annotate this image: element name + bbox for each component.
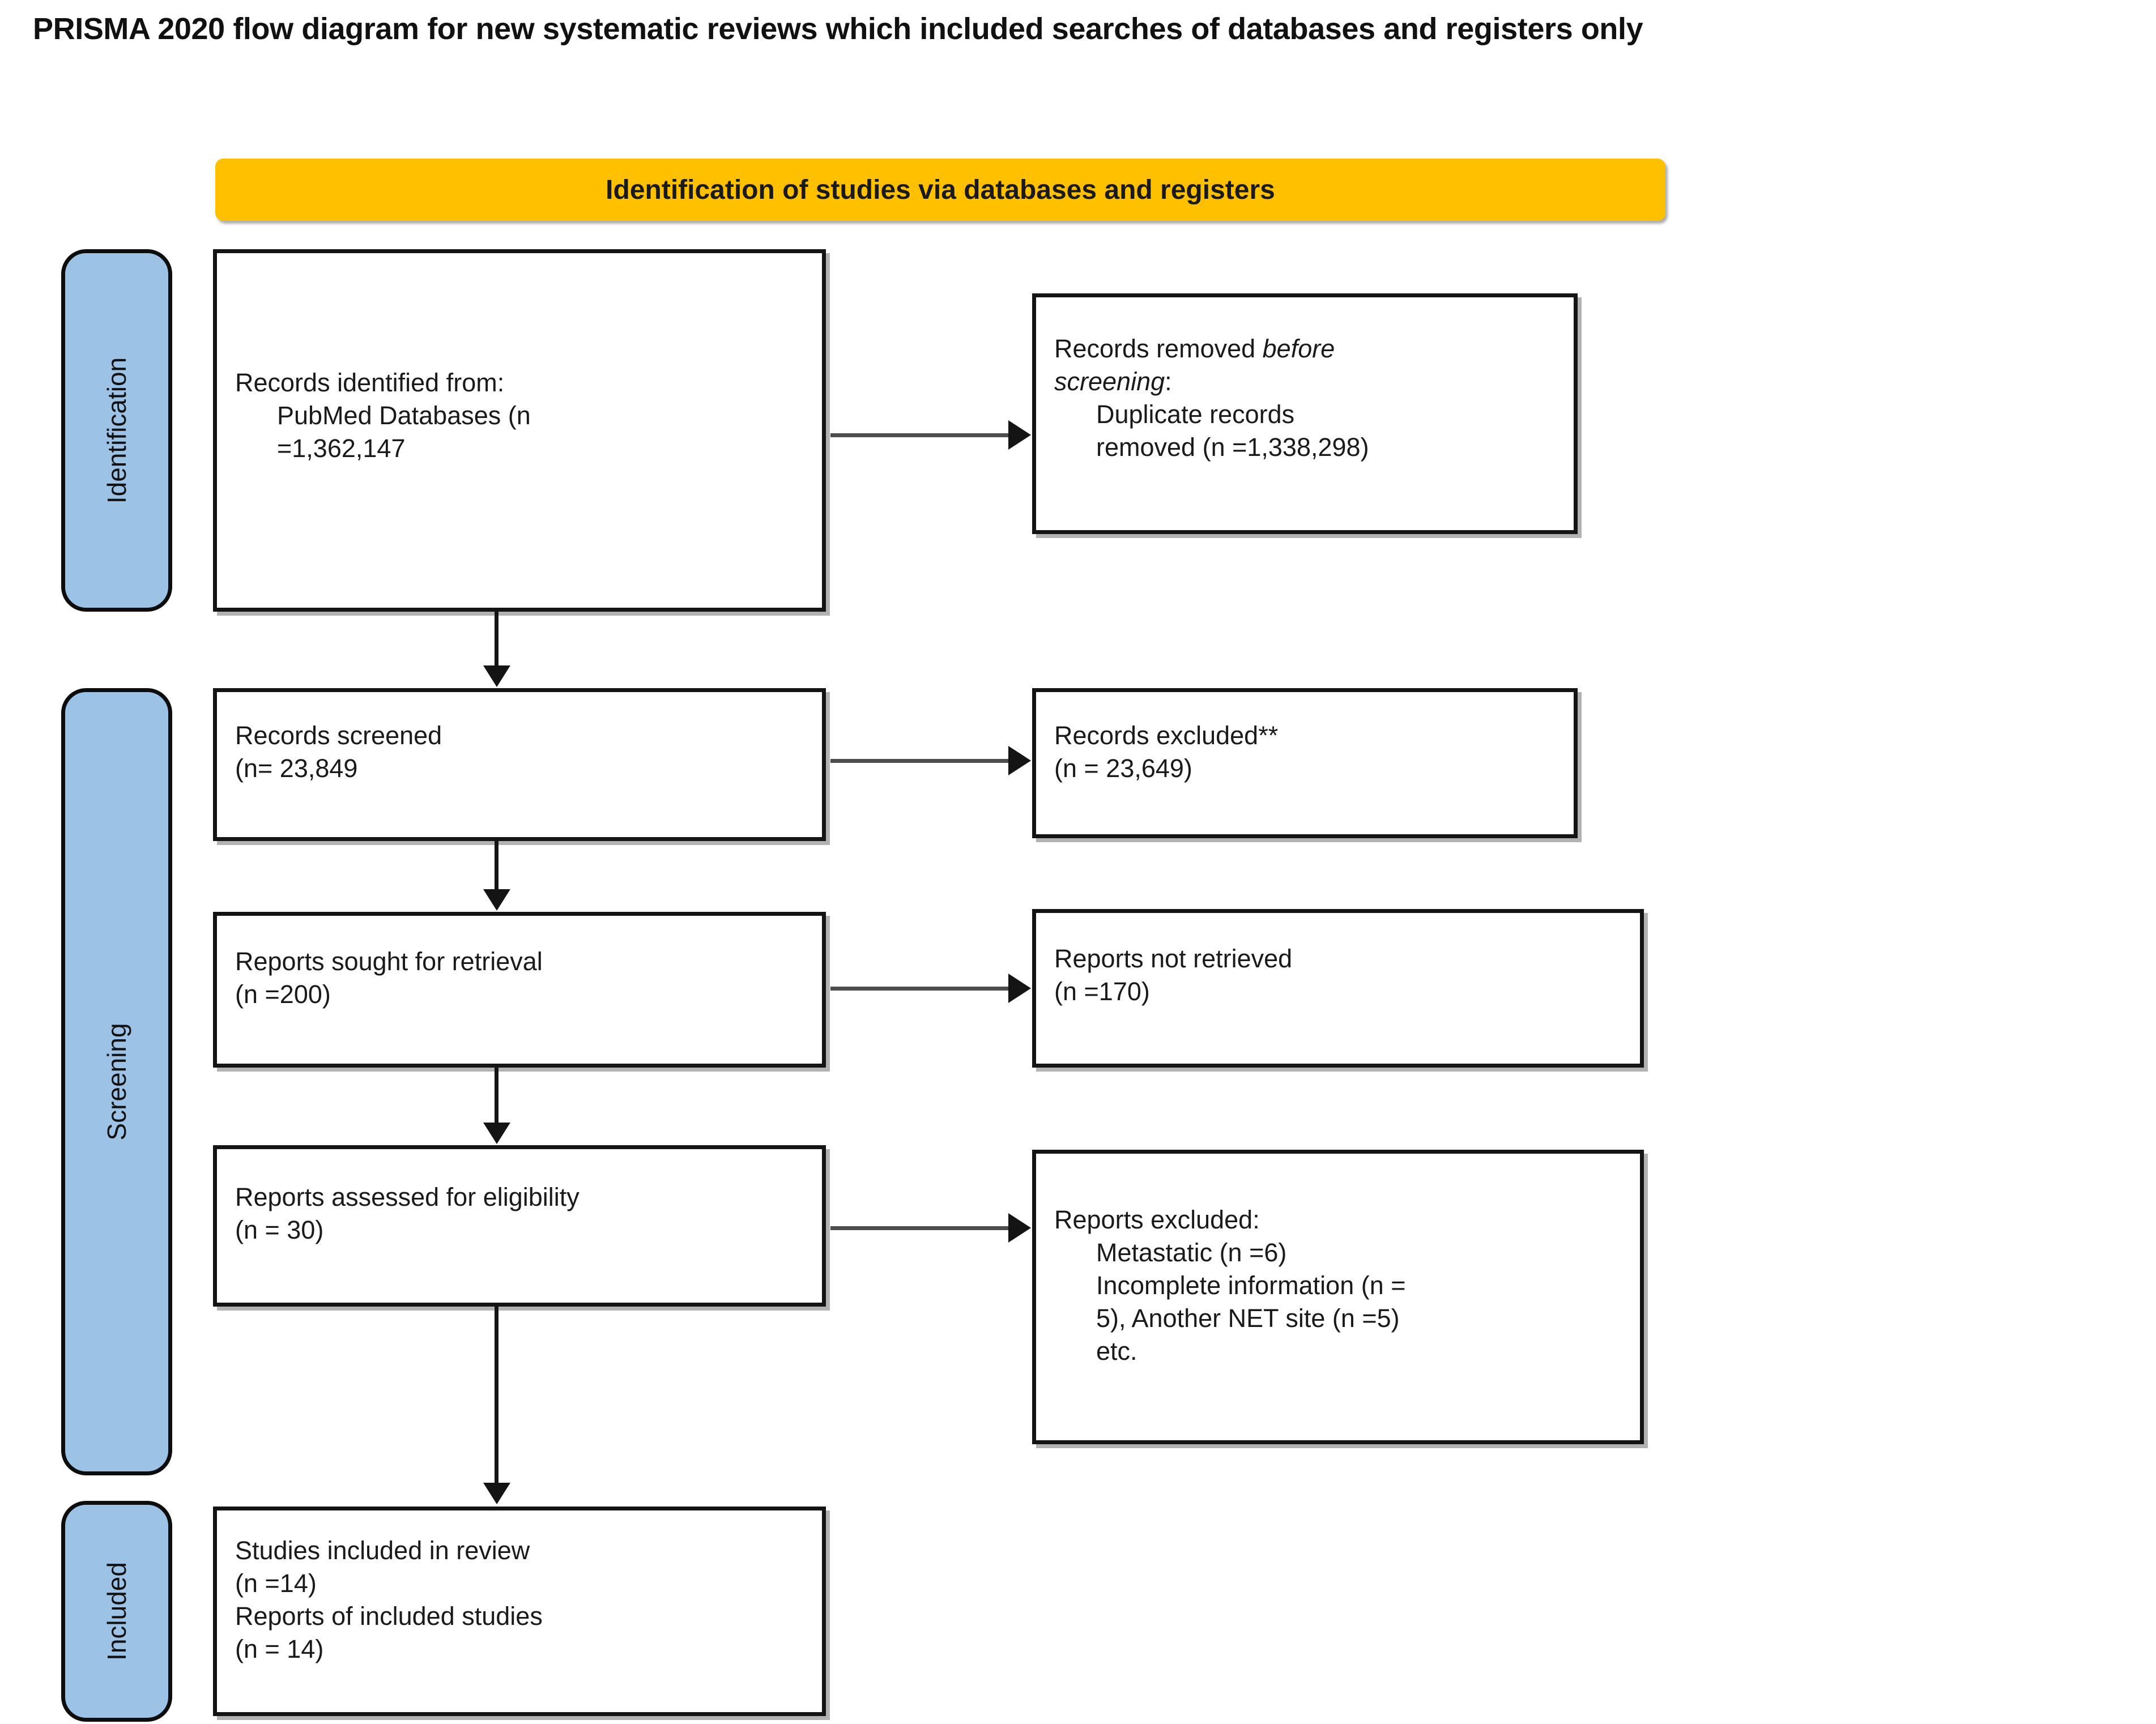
box-reports-not-retrieved-text: Reports not retrieved (n =170) xyxy=(1054,942,1627,1008)
records-removed-line4: removed (n =1,338,298) xyxy=(1096,433,1369,462)
box-records-screened: Records screened (n= 23,849 xyxy=(213,688,826,841)
box-reports-sought-text: Reports sought for retrieval (n =200) xyxy=(235,945,809,1011)
stage-label-screening: Screening xyxy=(102,1023,131,1141)
studies-included-line4: (n = 14) xyxy=(235,1635,324,1663)
records-removed-line3: Duplicate records xyxy=(1096,400,1295,429)
box-studies-included-in-review: Studies included in review (n =14) Repor… xyxy=(213,1507,826,1716)
connector-sought-to-not-retrieved xyxy=(830,987,1012,991)
box-records-screened-text: Records screened (n= 23,849 xyxy=(235,719,809,785)
box-records-removed-before-screening: Records removed before screening: Duplic… xyxy=(1032,293,1578,534)
reports-assessed-line2: (n = 30) xyxy=(235,1215,324,1244)
records-removed-line2-suffix: : xyxy=(1165,367,1172,396)
connector-screened-to-sought xyxy=(495,841,498,892)
arrow-right-icon-assessed-to-reports-excluded xyxy=(1008,1213,1031,1243)
box-records-identified-text: Records identified from: PubMed Database… xyxy=(235,366,809,465)
reports-not-retrieved-line1: Reports not retrieved xyxy=(1054,944,1293,973)
box-records-excluded: Records excluded** (n = 23,649) xyxy=(1032,688,1578,838)
records-identified-line2: PubMed Databases (n xyxy=(277,401,531,430)
box-studies-included-text: Studies included in review (n =14) Repor… xyxy=(235,1534,809,1666)
reports-excluded-line5: etc. xyxy=(1096,1337,1137,1365)
box-records-identified: Records identified from: PubMed Database… xyxy=(213,249,826,612)
box-reports-excluded: Reports excluded: Metastatic (n =6) Inco… xyxy=(1032,1150,1644,1444)
page-title: PRISMA 2020 flow diagram for new systema… xyxy=(33,12,1643,46)
box-reports-not-retrieved: Reports not retrieved (n =170) xyxy=(1032,909,1644,1068)
connector-sought-to-assessed xyxy=(495,1068,498,1124)
identification-header-label: Identification of studies via databases … xyxy=(606,174,1275,205)
records-screened-line2: (n= 23,849 xyxy=(235,754,358,783)
records-excluded-line2: (n = 23,649) xyxy=(1054,754,1192,783)
reports-not-retrieved-line2: (n =170) xyxy=(1054,977,1150,1006)
arrow-down-icon-assessed-to-included xyxy=(483,1483,510,1504)
reports-excluded-line4: 5), Another NET site (n =5) xyxy=(1096,1304,1400,1333)
connector-assessed-to-included xyxy=(495,1307,498,1485)
studies-included-line1: Studies included in review xyxy=(235,1536,530,1565)
records-removed-line1-prefix: Records removed xyxy=(1054,334,1263,363)
stage-label-included: Included xyxy=(102,1562,131,1661)
reports-excluded-line2: Metastatic (n =6) xyxy=(1096,1238,1287,1267)
records-identified-line1: Records identified from: xyxy=(235,368,505,397)
records-screened-line1: Records screened xyxy=(235,721,442,750)
records-excluded-line1: Records excluded** xyxy=(1054,721,1279,750)
connector-identified-to-screened xyxy=(495,612,498,668)
records-removed-line1-italic: before xyxy=(1262,334,1335,363)
box-records-removed-text: Records removed before screening: Duplic… xyxy=(1054,332,1561,464)
box-records-excluded-text: Records excluded** (n = 23,649) xyxy=(1054,719,1561,785)
box-reports-assessed-for-eligibility: Reports assessed for eligibility (n = 30… xyxy=(213,1145,826,1307)
identification-header-bar: Identification of studies via databases … xyxy=(215,159,1665,221)
reports-assessed-line1: Reports assessed for eligibility xyxy=(235,1183,580,1211)
arrow-right-icon-sought-to-not-retrieved xyxy=(1008,974,1031,1003)
records-identified-line3: =1,362,147 xyxy=(277,434,406,463)
studies-included-line3: Reports of included studies xyxy=(235,1602,543,1631)
stage-bar-identification: Identification xyxy=(61,249,172,612)
box-reports-sought-for-retrieval: Reports sought for retrieval (n =200) xyxy=(213,912,826,1068)
reports-excluded-line3: Incomplete information (n = xyxy=(1096,1271,1406,1300)
connector-identified-to-removed xyxy=(830,433,1012,437)
arrow-right-icon-identified-to-removed xyxy=(1008,420,1031,450)
studies-included-line2: (n =14) xyxy=(235,1569,317,1598)
stage-label-identification: Identification xyxy=(102,357,131,504)
arrow-down-icon-sought-to-assessed xyxy=(483,1123,510,1144)
connector-screened-to-excluded xyxy=(830,759,1012,763)
box-reports-excluded-text: Reports excluded: Metastatic (n =6) Inco… xyxy=(1054,1204,1627,1368)
box-reports-assessed-text: Reports assessed for eligibility (n = 30… xyxy=(235,1181,809,1247)
reports-excluded-line1: Reports excluded: xyxy=(1054,1205,1260,1234)
arrow-down-icon-screened-to-sought xyxy=(483,889,510,911)
records-removed-line2-italic: screening xyxy=(1054,367,1165,396)
arrow-right-icon-screened-to-excluded xyxy=(1008,746,1031,775)
connector-assessed-to-reports-excluded xyxy=(830,1226,1012,1230)
arrow-down-icon-identified-to-screened xyxy=(483,665,510,687)
reports-sought-line1: Reports sought for retrieval xyxy=(235,947,543,976)
stage-bar-screening: Screening xyxy=(61,688,172,1475)
reports-sought-line2: (n =200) xyxy=(235,980,331,1009)
stage-bar-included: Included xyxy=(61,1501,172,1722)
